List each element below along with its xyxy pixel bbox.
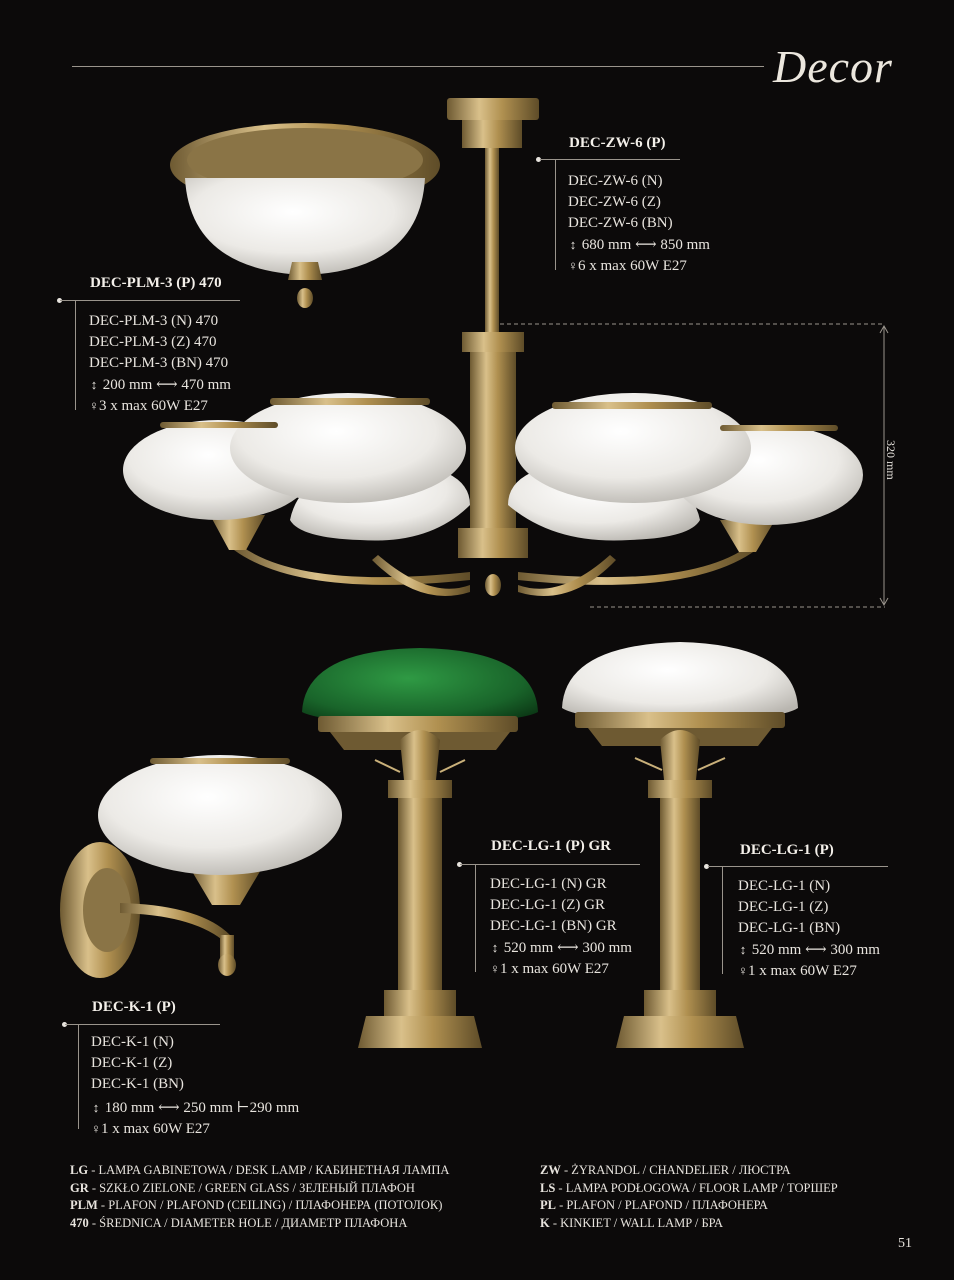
height-arrow-icon: ↕ xyxy=(92,1100,100,1115)
callout-line xyxy=(708,866,888,867)
legend-code: PLM xyxy=(70,1198,98,1212)
plafond-illustration xyxy=(170,123,440,308)
variant-item: DEC-LG-1 (BN) xyxy=(738,920,841,936)
variant-item: DEC-LG-1 (BN) GR xyxy=(490,918,617,934)
height-arrow-icon: ↕ xyxy=(491,940,499,955)
variant-list: DEC-LG-1 (N) DEC-LG-1 (Z) DEC-LG-1 (BN) … xyxy=(738,876,880,981)
bulb-icon: ♀ xyxy=(91,1121,101,1136)
height-arrow-icon: ↕ xyxy=(90,377,98,392)
callout-dot xyxy=(62,1022,67,1027)
height-dimension-label: 320 mm xyxy=(884,440,898,480)
variant-item: DEC-PLM-3 (BN) 470 xyxy=(89,355,229,371)
legend-item: PL - PLAFON / PLAFOND / ПЛАФОНЕРА xyxy=(540,1197,838,1215)
legend-item: ZW - ŻYRANDOL / CHANDELIER / ЛЮСТРА xyxy=(540,1162,838,1180)
legend-left: LG - LAMPA GABINETOWA / DESK LAMP / КАБИ… xyxy=(70,1162,449,1232)
legend-text: - PLAFON / PLAFOND (CEILING) / ПЛАФОНЕРА… xyxy=(97,1198,443,1212)
dimensions: 520 mm ⟷ 300 mm xyxy=(503,940,632,956)
bulb-spec: 1 x max 60W E27 xyxy=(748,963,857,979)
callout-dot xyxy=(536,157,541,162)
product-title: DEC-K-1 (P) xyxy=(92,999,176,1015)
legend-text: - KINKIET / WALL LAMP / БРА xyxy=(549,1215,724,1230)
legend-text: - SZKŁO ZIELONE / GREEN GLASS / ЗЕЛЕНЫЙ … xyxy=(88,1180,415,1195)
legend-text: - ŻYRANDOL / CHANDELIER / ЛЮСТРА xyxy=(560,1163,791,1177)
variant-item: DEC-K-1 (Z) xyxy=(91,1055,173,1071)
product-title: DEC-PLM-3 (P) 470 xyxy=(90,275,222,291)
callout-vline xyxy=(78,1024,79,1129)
legend-text: - PLAFON / PLAFOND / ПЛАФОНЕРА xyxy=(555,1198,768,1212)
legend-item: PLM - PLAFON / PLAFOND (CEILING) / ПЛАФО… xyxy=(70,1197,449,1215)
height-arrow-icon: ↕ xyxy=(739,942,747,957)
legend-code: ZW xyxy=(540,1163,561,1177)
callout-vline xyxy=(475,864,476,972)
bulb-icon: ♀ xyxy=(568,258,578,273)
variant-list: DEC-ZW-6 (N) DEC-ZW-6 (Z) DEC-ZW-6 (BN) … xyxy=(568,171,710,276)
callout-vline xyxy=(75,300,76,410)
variant-item: DEC-ZW-6 (Z) xyxy=(568,194,661,210)
product-title: DEC-LG-1 (P) GR xyxy=(491,838,611,854)
dimensions: 520 mm ⟷ 300 mm xyxy=(751,942,880,958)
variant-item: DEC-LG-1 (N) GR xyxy=(490,876,607,892)
legend-code: LG xyxy=(70,1163,89,1177)
desk-lamp-white-illustration xyxy=(562,642,798,1048)
legend-text: - ŚREDNICA / DIAMETER HOLE / ДИАМЕТР ПЛА… xyxy=(88,1215,408,1230)
callout-dot xyxy=(57,298,62,303)
variant-item: DEC-LG-1 (Z) GR xyxy=(490,897,605,913)
legend-code: PL xyxy=(540,1198,556,1212)
variant-item: DEC-PLM-3 (Z) 470 xyxy=(89,334,217,350)
dimensions: 200 mm ⟷ 470 mm xyxy=(102,377,231,393)
variant-list: DEC-PLM-3 (N) 470 DEC-PLM-3 (Z) 470 DEC-… xyxy=(89,311,231,416)
variant-item: DEC-ZW-6 (BN) xyxy=(568,215,673,231)
legend-item: 470 - ŚREDNICA / DIAMETER HOLE / ДИАМЕТР… xyxy=(70,1215,449,1233)
page-number: 51 xyxy=(898,1236,912,1251)
variant-item: DEC-ZW-6 (N) xyxy=(568,173,663,189)
legend-code: LS xyxy=(540,1180,556,1195)
variant-item: DEC-PLM-3 (N) 470 xyxy=(89,313,219,329)
desk-lamp-green-illustration xyxy=(302,648,538,1048)
variant-item: DEC-K-1 (BN) xyxy=(91,1076,184,1092)
legend-item: GR - SZKŁO ZIELONE / GREEN GLASS / ЗЕЛЕН… xyxy=(70,1180,449,1198)
legend-code: K xyxy=(540,1215,550,1230)
variant-item: DEC-K-1 (N) xyxy=(91,1034,174,1050)
legend-text: - LAMPA PODŁOGOWA / FLOOR LAMP / ТОРШЕР xyxy=(555,1180,838,1195)
product-title: DEC-LG-1 (P) xyxy=(740,842,834,858)
variant-list: DEC-LG-1 (N) GR DEC-LG-1 (Z) GR DEC-LG-1… xyxy=(490,874,632,979)
height-dimension-lines xyxy=(500,323,889,608)
variant-item: DEC-LG-1 (Z) xyxy=(738,899,829,915)
wall-lamp-illustration xyxy=(60,755,342,978)
header-rule xyxy=(72,66,764,67)
callout-dot xyxy=(457,862,462,867)
legend-item: LG - LAMPA GABINETOWA / DESK LAMP / КАБИ… xyxy=(70,1162,449,1180)
product-title: DEC-ZW-6 (P) xyxy=(569,135,666,151)
chandelier-illustration xyxy=(123,98,863,596)
variant-item: DEC-LG-1 (N) xyxy=(738,878,831,894)
bulb-spec: 1 x max 60W E27 xyxy=(101,1121,210,1137)
callout-line xyxy=(60,300,240,301)
callout-vline xyxy=(722,866,723,974)
variant-list: DEC-K-1 (N) DEC-K-1 (Z) DEC-K-1 (BN) ↕ 1… xyxy=(91,1032,299,1139)
bulb-spec: 1 x max 60W E27 xyxy=(500,961,609,977)
bulb-icon: ♀ xyxy=(490,961,500,976)
legend-code: GR xyxy=(70,1180,89,1195)
legend-item: LS - LAMPA PODŁOGOWA / FLOOR LAMP / ТОРШ… xyxy=(540,1180,838,1198)
callout-dot xyxy=(704,864,709,869)
bulb-spec: 3 x max 60W E27 xyxy=(99,398,208,414)
callout-vline xyxy=(555,160,556,270)
bulb-icon: ♀ xyxy=(738,963,748,978)
legend-item: K - KINKIET / WALL LAMP / БРА xyxy=(540,1215,838,1233)
dimensions: 680 mm ⟷ 850 mm xyxy=(581,237,710,253)
height-arrow-icon: ↕ xyxy=(569,237,577,252)
dimensions: 180 mm ⟷ 250 mm ⊢290 mm xyxy=(104,1100,300,1116)
brand-title: Decor xyxy=(773,41,893,92)
bulb-icon: ♀ xyxy=(89,398,99,413)
callout-line xyxy=(540,159,680,160)
bulb-spec: 6 x max 60W E27 xyxy=(578,258,687,274)
callout-line xyxy=(460,864,640,865)
callout-line xyxy=(65,1024,220,1025)
legend-right: ZW - ŻYRANDOL / CHANDELIER / ЛЮСТРА LS -… xyxy=(540,1162,838,1232)
legend-text: - LAMPA GABINETOWA / DESK LAMP / КАБИНЕТ… xyxy=(88,1163,450,1177)
legend-code: 470 xyxy=(70,1215,89,1230)
